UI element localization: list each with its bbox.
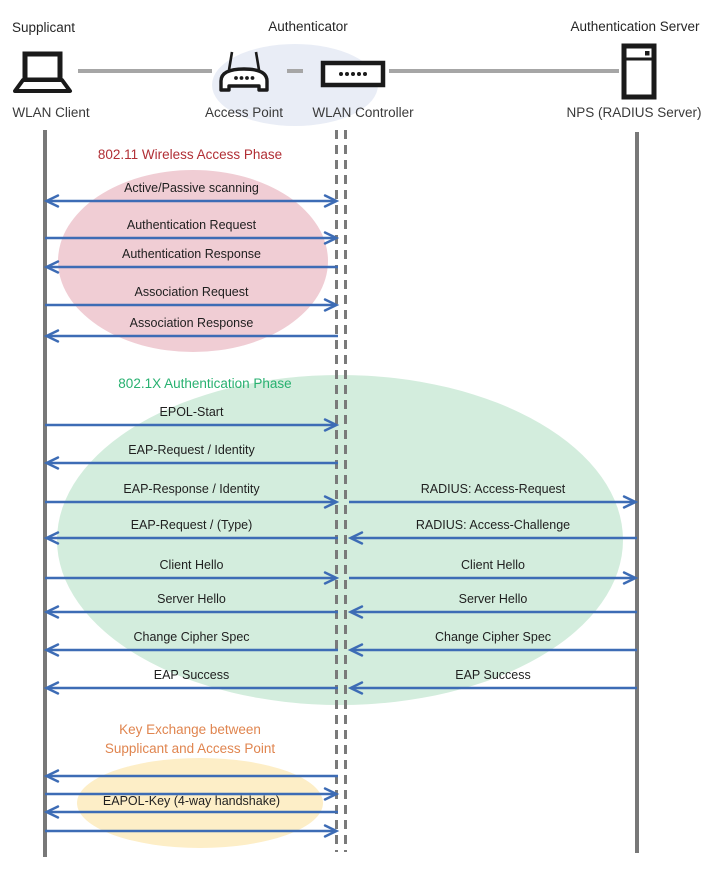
message-arrow-both: [43, 194, 340, 208]
message-arrow-left: [43, 805, 338, 819]
device-label-nps-radius-server: NPS (RADIUS Server): [566, 105, 702, 120]
message-arrow-right: [349, 571, 639, 585]
message-label: EAP Success: [153, 668, 230, 682]
message-label: Active/Passive scanning: [124, 181, 259, 195]
connector-client-ap: [78, 69, 212, 73]
phase2-title: 802.1X Authentication Phase: [118, 376, 292, 391]
message-arrow-right: [45, 787, 340, 801]
device-label-access-point: Access Point: [204, 105, 284, 120]
message-arrow-right: [45, 298, 340, 312]
message-arrow-left: [347, 643, 637, 657]
message-arrow-left: [43, 605, 338, 619]
lifeline-radius-server: [635, 132, 639, 853]
message-label: EAP-Request / (Type): [130, 518, 253, 532]
message-arrow-left: [43, 260, 338, 274]
message-label: EPOL-Start: [159, 405, 224, 419]
message-label: RADIUS: Access-Request: [420, 482, 566, 496]
message-label: Change Cipher Spec: [434, 630, 552, 644]
role-supplicant: Supplicant: [12, 20, 76, 35]
device-label-wlan-client: WLAN Client: [12, 105, 90, 120]
connector-ap-controller: [287, 69, 303, 73]
message-arrow-left: [43, 531, 338, 545]
message-label: Client Hello: [159, 558, 224, 572]
message-arrow-left: [43, 456, 338, 470]
lifeline-authenticator-right: [344, 130, 347, 852]
role-authenticator: Authenticator: [268, 19, 348, 34]
connector-controller-server: [389, 69, 619, 73]
message-label: Server Hello: [458, 592, 528, 606]
laptop-icon: [13, 51, 72, 93]
phase3-title-line2: Supplicant and Access Point: [104, 741, 276, 756]
message-label: EAP-Request / Identity: [128, 443, 255, 457]
message-arrow-left: [43, 329, 338, 343]
message-label: EAPOL-Key (4-way handshake): [102, 794, 281, 808]
message-label: EAP-Response / Identity: [123, 482, 260, 496]
message-label: Server Hello: [157, 592, 226, 606]
phase3-title-line1: Key Exchange between: [119, 722, 261, 737]
message-label: Association Response: [129, 316, 254, 330]
message-arrow-right: [45, 418, 340, 432]
message-arrow-right: [349, 495, 639, 509]
message-label: Association Request: [134, 285, 249, 299]
message-arrow-left: [347, 605, 637, 619]
message-arrow-left: [43, 681, 338, 695]
message-label: Authentication Response: [122, 247, 261, 261]
phase3-ellipse: [77, 758, 323, 848]
message-arrow-right: [45, 571, 340, 585]
message-label: Change Cipher Spec: [133, 630, 250, 644]
message-label: RADIUS: Access-Challenge: [415, 518, 571, 532]
message-arrow-left: [347, 681, 637, 695]
message-arrow-left: [43, 643, 338, 657]
message-label: Client Hello: [461, 558, 525, 572]
message-arrow-left: [43, 769, 338, 783]
phase3-title: Key Exchange between Supplicant and Acce…: [45, 720, 335, 758]
message-arrow-right: [45, 824, 340, 838]
message-arrow-right: [45, 495, 340, 509]
message-label: Authentication Request: [126, 218, 257, 232]
lifeline-authenticator-left: [335, 130, 338, 852]
message-arrow-left: [347, 531, 637, 545]
message-label: EAP Success: [455, 668, 531, 682]
phase1-title: 802.11 Wireless Access Phase: [97, 147, 283, 162]
message-arrow-right: [45, 231, 340, 245]
server-icon: [621, 43, 657, 100]
role-authentication-server: Authentication Server: [570, 19, 700, 34]
access-point-icon: [219, 51, 269, 92]
lifeline-wlan-client: [43, 130, 47, 857]
device-label-wlan-controller: WLAN Controller: [312, 105, 414, 120]
wlan-controller-icon: [320, 60, 386, 88]
